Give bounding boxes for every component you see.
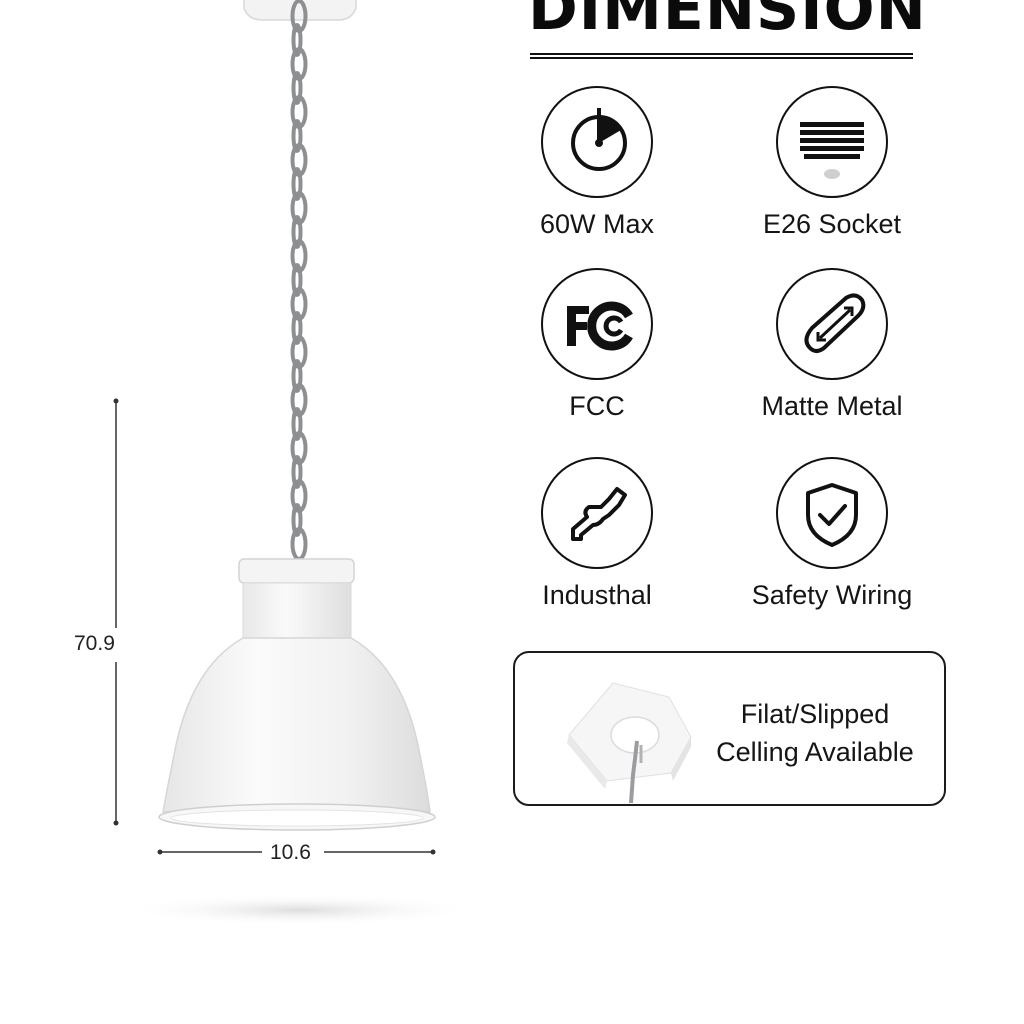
ceiling-compatibility-box: Filat/Slipped Celling Available xyxy=(513,651,946,806)
chain-link xyxy=(291,455,303,489)
chain-link xyxy=(291,167,303,201)
floor-shadow xyxy=(120,894,480,926)
feature-label: Industhal xyxy=(542,580,652,610)
shield-check-icon xyxy=(806,483,858,547)
feature-label: 60W Max xyxy=(539,209,655,239)
chain-link xyxy=(291,407,303,441)
power-gauge-icon xyxy=(571,108,627,171)
pendant-lamp-illustration xyxy=(113,0,480,926)
industrial-pipe-icon xyxy=(571,487,627,541)
ceiling-canopy xyxy=(243,0,357,21)
chain-link xyxy=(291,311,303,345)
lamp-shade xyxy=(162,637,431,813)
feature-label: Safety Wiring xyxy=(751,580,913,610)
chain-link xyxy=(291,215,303,249)
chain xyxy=(290,0,308,561)
fcc-logo-icon xyxy=(567,301,633,351)
chain-link xyxy=(291,119,303,153)
page-title: DIMENSION xyxy=(528,0,927,44)
width-dimension-label: 10.6 xyxy=(270,841,311,864)
chain-link xyxy=(291,503,303,537)
ceiling-text-line-1: Filat/Slipped xyxy=(740,699,890,729)
feature-label: Matte Metal xyxy=(761,391,903,421)
feature-label: E26 Socket xyxy=(762,209,902,239)
chain-link xyxy=(291,359,303,393)
title-divider xyxy=(530,53,913,55)
lamp-neck xyxy=(242,582,352,641)
chain-link xyxy=(291,263,303,297)
sloped-ceiling-canopy-icon xyxy=(567,682,692,803)
chain-link xyxy=(291,71,303,105)
ceiling-text-line-2: Celling Available xyxy=(716,737,914,767)
chain-link xyxy=(291,23,303,57)
lamp-cap xyxy=(238,558,355,584)
feature-label: FCC xyxy=(569,391,625,421)
matte-metal-icon xyxy=(804,293,866,353)
height-dimension-label: 70.9 xyxy=(74,632,115,655)
ceiling-text: Filat/Slipped Celling Available xyxy=(695,695,935,771)
e26-socket-icon xyxy=(800,122,864,179)
title-divider-2 xyxy=(530,57,913,59)
